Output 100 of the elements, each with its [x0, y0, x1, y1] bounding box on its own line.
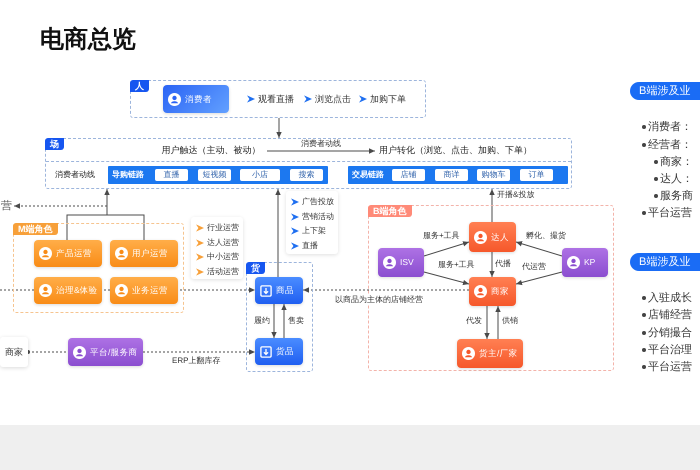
list-card [191, 217, 243, 279]
step-text: 浏览点击 [315, 93, 351, 105]
role-box [110, 277, 178, 304]
bullet-text: 入驻成长 [648, 291, 692, 305]
bar-title: 导购链路 [112, 169, 144, 181]
edge-label: 代播 [495, 259, 511, 269]
tag-chip: 商详 [435, 169, 468, 181]
header-text: 用户触达（主动、被动） [155, 143, 267, 158]
role-box [457, 339, 523, 368]
group-tag: 人 [130, 80, 149, 92]
role-label: 治理&体验 [56, 285, 98, 296]
edge-label: 履约 [254, 316, 270, 326]
role-label: KP [584, 257, 596, 268]
bullet-text: 平台运营 [648, 206, 692, 220]
arrow [271, 304, 277, 338]
page-title: 电商总览 [40, 25, 136, 55]
tag-chip: 短视频 [198, 169, 231, 181]
step-text: 加购下单 [370, 93, 406, 105]
edge-label: 售卖 [288, 316, 304, 326]
edge-label: 消费者动线 [301, 139, 341, 149]
list-card [286, 191, 338, 254]
list-item: 上下架 [302, 225, 326, 237]
goods-label: 商品 [276, 285, 294, 296]
dashed-arrow [14, 203, 108, 209]
bullet-text: 平台运营 [648, 360, 692, 374]
role-label: 产品运营 [56, 248, 92, 259]
header-text: 用户转化（浏览、点击、加购、下单） [375, 143, 540, 158]
role-label: 业务运营 [132, 285, 168, 296]
tag-chip: 直播 [155, 169, 188, 181]
edge-label: 服务+工具 [438, 260, 475, 270]
dashed-arrow [302, 287, 470, 293]
role-label: 商家 [491, 286, 509, 297]
arrow [424, 241, 470, 256]
edge-label: 供销 [502, 316, 518, 326]
bullet-text: 店铺经营 [648, 308, 692, 322]
arrow [489, 252, 495, 278]
group-tag: M端角色 [13, 223, 58, 235]
link-bar [108, 166, 328, 184]
role-box [562, 248, 608, 277]
arrow [489, 188, 495, 222]
arrow [266, 148, 376, 154]
list-item: 广告投放 [302, 196, 334, 208]
tag-chip: 订单 [520, 169, 553, 181]
role-box [110, 240, 178, 267]
group-tag: B端角色 [368, 205, 412, 217]
row-label: 消费者动线 [55, 169, 95, 181]
role-label: ISV [400, 257, 414, 268]
role-box [68, 338, 143, 366]
list-item: 行业运营 [207, 222, 239, 234]
list-item: 营销活动 [302, 210, 334, 222]
role-box [34, 277, 102, 304]
role-label: 消费者 [185, 94, 212, 104]
role-box [378, 248, 424, 277]
bullet-text: 服务商 [660, 189, 693, 203]
role-label: 平台/服务商 [90, 346, 138, 358]
tag-chip: 购物车 [477, 169, 510, 181]
list-item: 直播 [302, 240, 318, 252]
bullet-text: 商家： [660, 155, 693, 169]
arrow [516, 272, 562, 286]
edge-label: 开播&投放 [497, 190, 534, 200]
goods-box [255, 338, 303, 365]
arrow [484, 306, 490, 340]
tag-chip: 店铺 [392, 169, 425, 181]
role-label: 达人 [491, 232, 509, 242]
group-tag: 场 [45, 138, 64, 150]
edge-label: 代发 [466, 316, 482, 326]
role-label: 用户运营 [132, 248, 168, 259]
goods-label: 货品 [276, 346, 294, 357]
list-item: 活动运营 [207, 266, 239, 278]
arrow [275, 188, 281, 278]
role-label: 货主/厂家 [479, 348, 518, 359]
edge-label: 以商品为主体的店铺经营 [335, 295, 423, 305]
edge-label: ERP上翻库存 [172, 356, 220, 366]
arrow [495, 306, 501, 340]
edge-label: 孵化、撮货 [526, 231, 566, 241]
arrow [516, 241, 562, 256]
heading-pill: B端涉及业 [630, 253, 700, 271]
group-tag: 货 [246, 262, 265, 274]
side-card: 商家 [0, 337, 28, 367]
arrow [424, 272, 470, 286]
edge-label: 代运营 [522, 262, 546, 272]
group-frame [45, 138, 572, 189]
bar-title: 交易链路 [352, 169, 384, 181]
tag-chip: 小店 [240, 169, 280, 181]
arrow [276, 118, 282, 138]
bullet-text: 消费者： [648, 120, 692, 134]
role-box [163, 85, 229, 113]
dot-ended-line [26, 350, 68, 354]
bullet-text: 经营者： [648, 138, 692, 152]
step-text: 观看直播 [258, 93, 294, 105]
arrow [281, 304, 287, 338]
heading-pill: B端涉及业 [630, 82, 700, 100]
dashed-arrow [142, 349, 256, 355]
role-box [34, 240, 102, 267]
link-bar [348, 166, 568, 184]
goods-box [255, 277, 303, 304]
bullet-text: 分销撮合 [648, 326, 692, 340]
role-box [469, 277, 516, 306]
tag-chip: 搜索 [290, 169, 323, 181]
group-frame [13, 223, 184, 313]
